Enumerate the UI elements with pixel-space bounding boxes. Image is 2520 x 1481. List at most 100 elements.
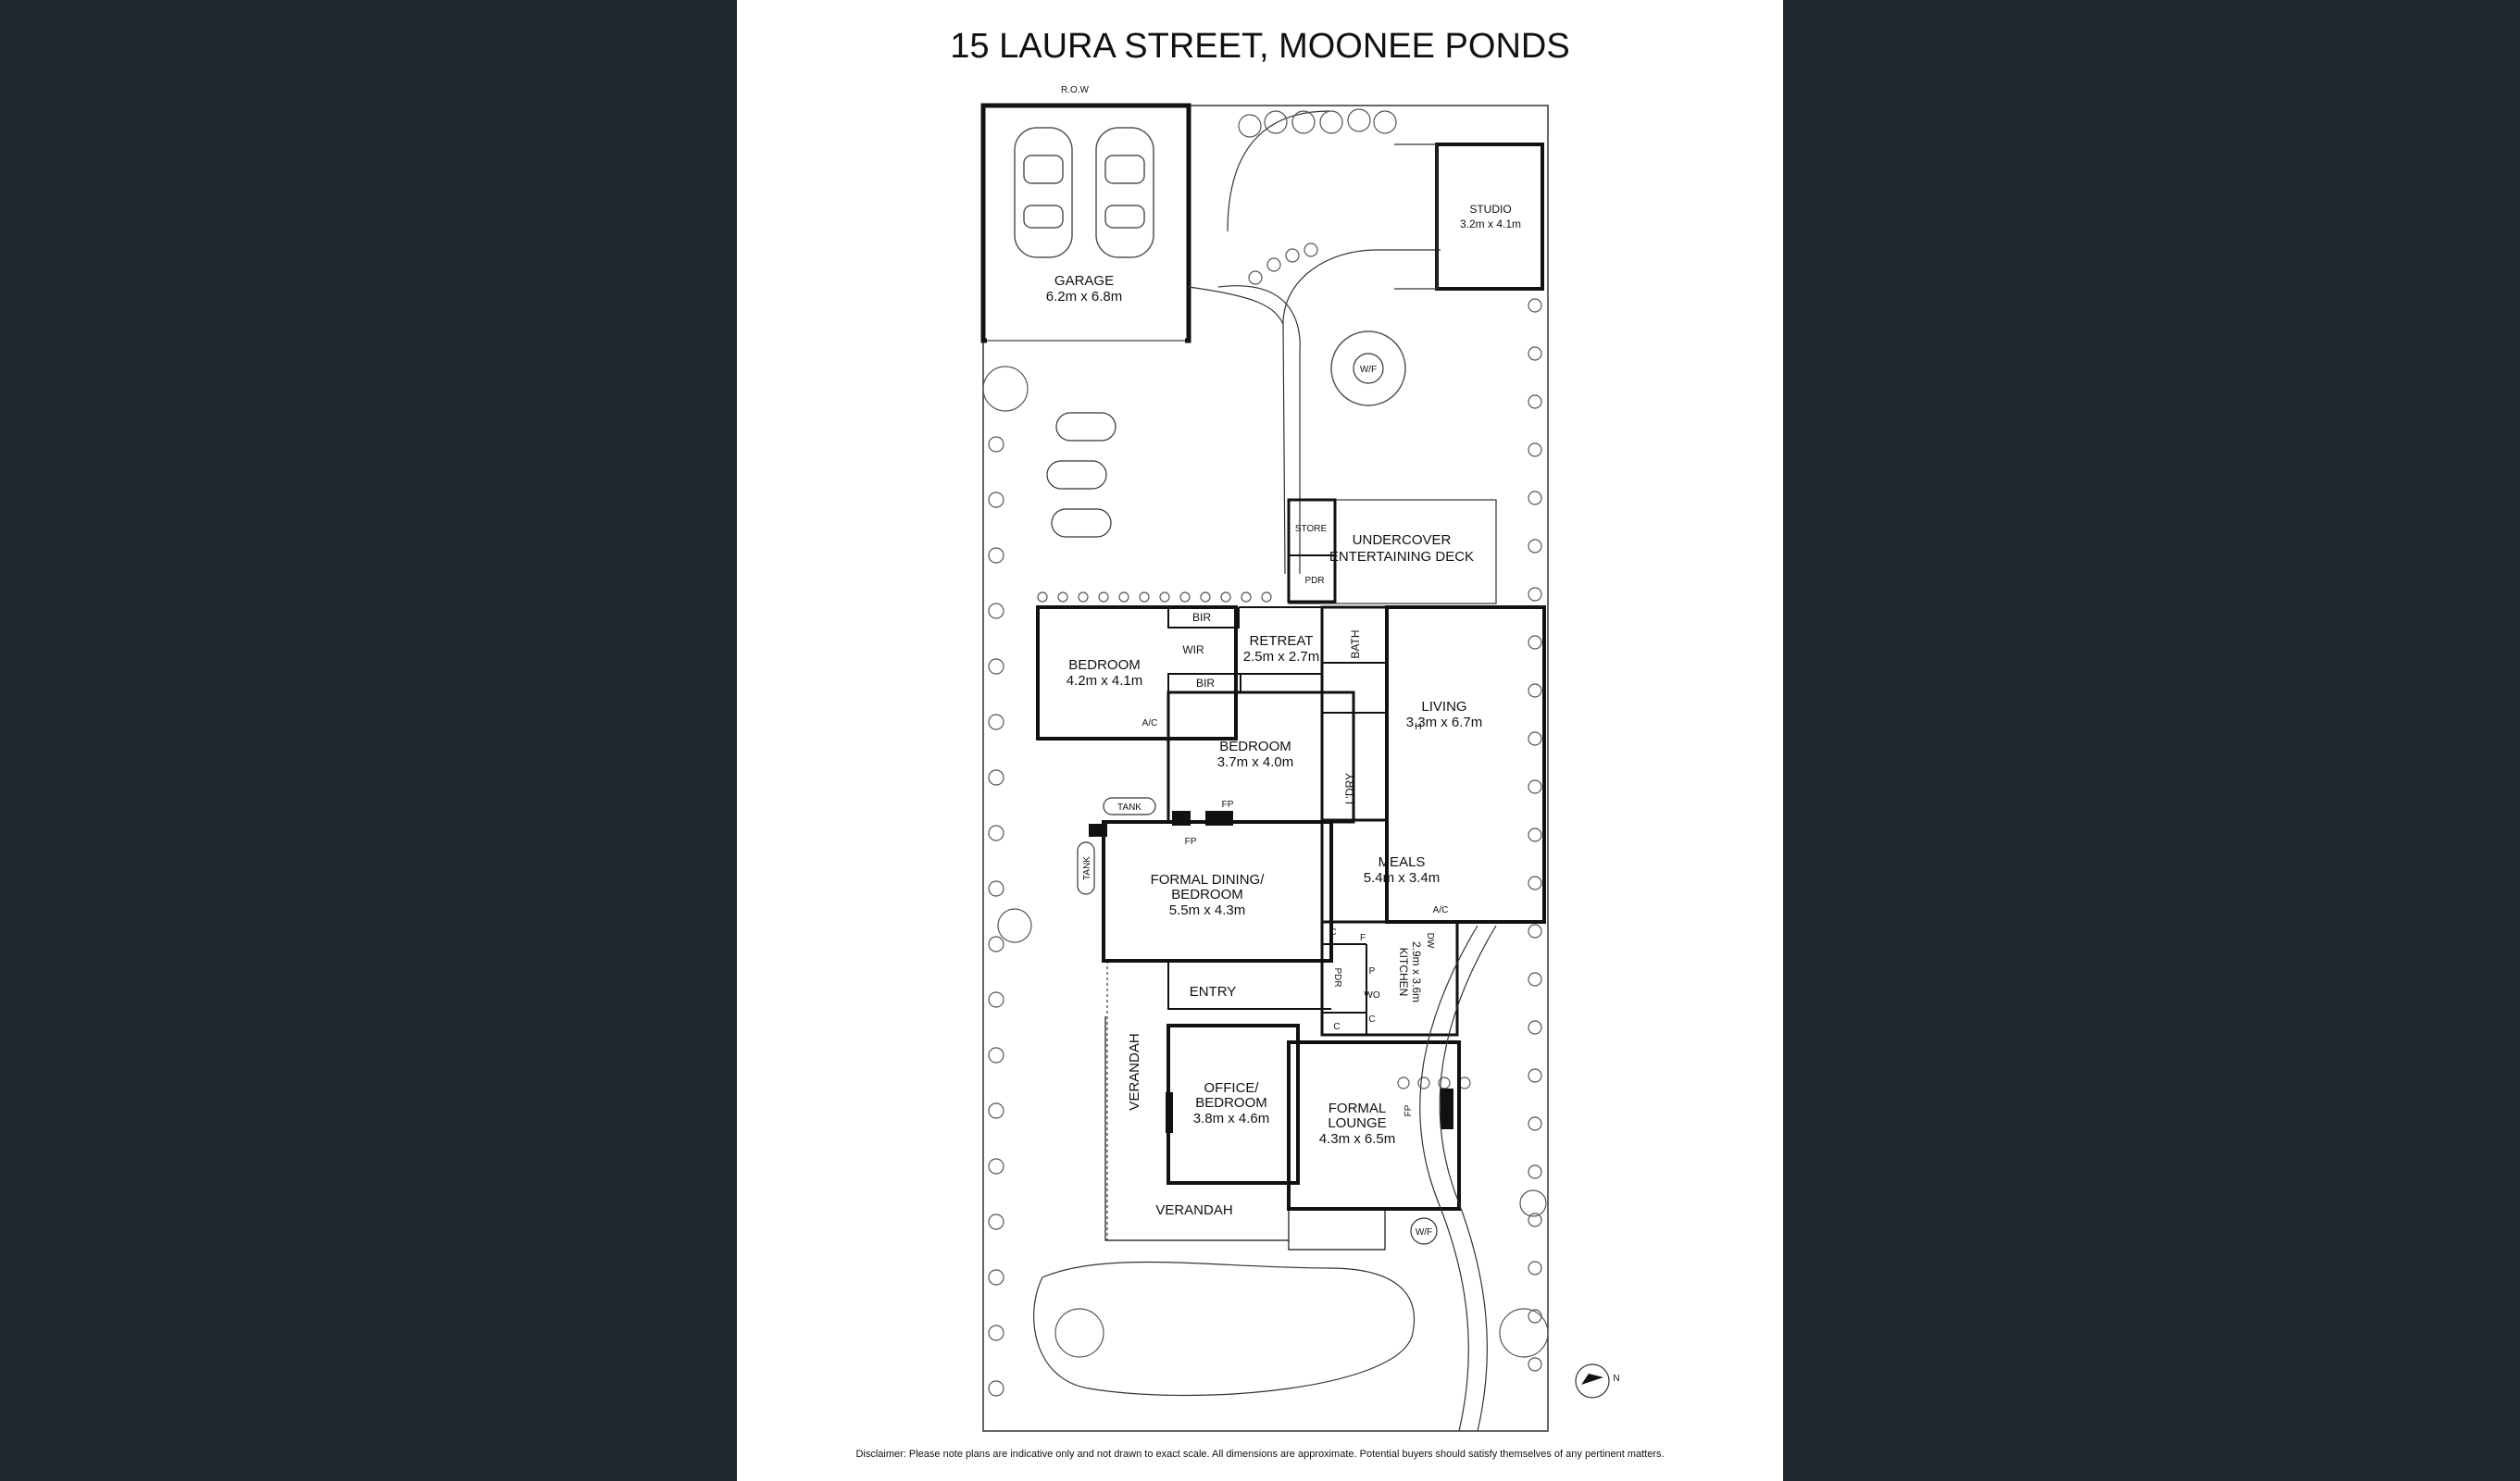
shrub-icon [1200,591,1211,603]
shrub-icon [1291,110,1316,134]
shrub-icon [1037,591,1048,603]
front-path [1439,925,1497,1432]
front-path-inner [1419,925,1478,1432]
shrub-icon [1057,591,1068,603]
store-label: STORE [1295,524,1328,534]
garage: GARAGE 6.2m x 6.8m [980,103,1191,343]
shrubs [982,108,1549,1397]
shrub-icon [1528,731,1542,746]
bath-label: BATH [1349,629,1362,658]
shrub-icon [1261,591,1272,603]
fixture-c2: C [1368,1014,1375,1025]
car-left-icon [1014,127,1073,258]
ldry-label: L'DRY [1343,773,1356,804]
shrub-icon [988,936,1004,952]
pdr-front-label: PDR [1332,967,1342,987]
office-name2: BEDROOM [1195,1095,1267,1111]
shrub-icon [1528,298,1542,313]
shrub-icon [1179,591,1191,603]
shrub-icon [1528,346,1542,361]
lounge-name1: FORMAL [1329,1101,1387,1116]
dining-name1: FORMAL DINING/ [1151,872,1266,888]
shrub-icon [1139,591,1150,603]
garage-name: GARAGE [1054,273,1114,289]
shrub-icon [1266,257,1281,272]
row-label: R.O.W [1061,85,1090,95]
shrub-icon [1528,876,1542,890]
shrub-icon [1054,1308,1104,1358]
house-walls [1036,605,1546,1251]
shrub-icon [988,1047,1004,1064]
dining-name2: BEDROOM [1171,887,1243,902]
fixture-h: H [1415,722,1421,732]
svg-text:W/F: W/F [1416,1227,1432,1238]
undercover-name1: UNDERCOVER [1353,532,1452,548]
shrub-icon [1519,1189,1547,1217]
svg-text:TANK: TANK [1117,803,1141,813]
shrub-icon [1118,591,1129,603]
meals-name: MEALS [1379,854,1426,870]
verandah-front-label: VERANDAH [1155,1202,1232,1218]
shrub-icon [1528,1213,1542,1227]
shrub-icon [1417,1077,1430,1089]
tank-top: TANK [1103,797,1156,815]
car-right-icon [1095,127,1154,258]
floor-plan-drawing: 15 LAURA STREET, MOONEE PONDS R.O.W [855,27,1664,1460]
shrub-icon [988,1213,1004,1230]
shrub-icon [988,492,1004,508]
shrub-icon [1528,779,1542,794]
shrub-icon [1373,110,1397,134]
shrub-icon [1528,394,1542,409]
shrub-icon [988,1325,1004,1341]
shrub-icon [1397,1077,1410,1089]
pdr-rear-label: PDR [1304,576,1324,586]
fixture-p: P [1369,966,1376,977]
studio: STUDIO 3.2m x 4.1m [1394,143,1544,291]
wf-rear-label: W/F [1360,365,1377,375]
shrub-icon [1499,1308,1549,1358]
shrub-icon [997,908,1032,943]
fireplaces [1089,811,1453,1133]
shrub-icon [1304,243,1318,257]
shrub-icon [1528,442,1542,457]
shrub-icon [988,1269,1004,1286]
shrub-icon [988,1158,1004,1175]
bedroom2-name: BEDROOM [1219,739,1291,754]
retreat-dims: 2.5m x 2.7m [1243,649,1320,665]
front-garden-bed [1033,1261,1416,1397]
shrub-icon [1098,591,1109,603]
undercover-name2: ENTERTAINING DECK [1329,549,1474,565]
plan-title: 15 LAURA STREET, MOONEE PONDS [950,27,1569,66]
shrub-icon [1528,539,1542,554]
shrub-icon [1238,114,1262,138]
dining-dims: 5.5m x 4.3m [1169,902,1246,918]
retreat-name: RETREAT [1250,633,1314,649]
bedroom2-dims: 3.7m x 4.0m [1217,754,1294,770]
living-name: LIVING [1421,699,1466,715]
fixture-c3: C [1333,1022,1340,1032]
shrub-icon [988,603,1004,619]
water-feature-rear: W/F [1330,330,1406,406]
shrub-icon [988,1102,1004,1119]
wir-label: WIR [1182,643,1204,656]
shrub-icon [1528,1116,1542,1131]
shrub-icon [988,436,1004,453]
lounge-dims: 4.3m x 6.5m [1319,1131,1396,1147]
tank-side: TANK [1077,841,1095,895]
bedroom1-dims: 4.2m x 4.1m [1067,673,1143,689]
fp2-label: FP [1185,837,1197,847]
fixture-f: F [1360,933,1366,943]
meals-dims: 5.4m x 3.4m [1364,870,1441,886]
shrub-icon [1528,587,1542,602]
shrub-icon [1528,924,1542,939]
fp3-label: FP [1403,1104,1414,1116]
dw-label: DW [1425,933,1435,949]
shrub-icon [988,547,1004,564]
verandah-side-label: VERANDAH [1127,1033,1142,1110]
garage-dims: 6.2m x 6.8m [1046,289,1123,305]
bir1-label: BIR [1192,611,1211,624]
entry-label: ENTRY [1190,984,1237,1000]
office-dims: 3.8m x 4.6m [1193,1111,1270,1126]
fixture-c1: C [1329,927,1336,938]
office-name1: OFFICE/ [1204,1080,1259,1096]
